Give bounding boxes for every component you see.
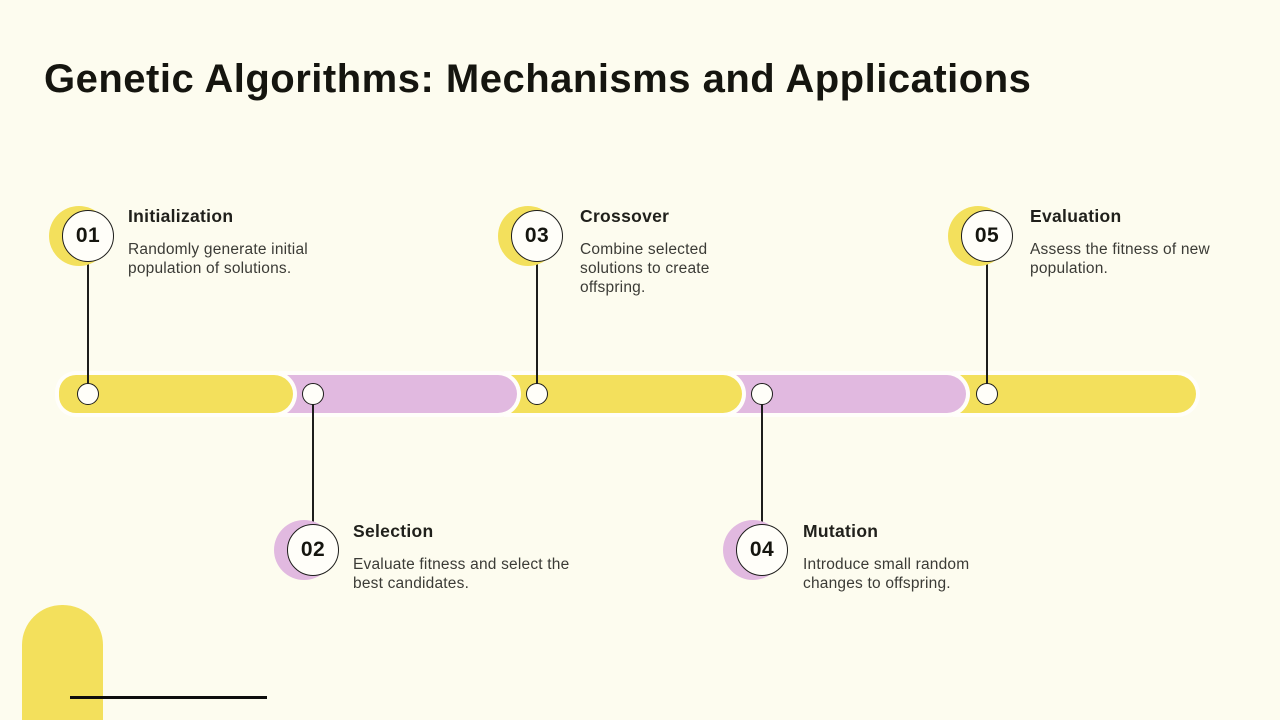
timeline-node-dot [302,383,324,405]
step-number: 02 [300,538,326,561]
timeline-node-dot [77,383,99,405]
connector-line [312,394,314,550]
corner-pill-decoration [22,605,103,720]
connector-line [986,236,988,394]
step-text-block: Selection Evaluate fitness and select th… [353,521,571,593]
connector-line [761,394,763,550]
step-number: 04 [749,538,775,561]
badge-circle: 01 [62,210,114,262]
step-text-block: Mutation Introduce small random changes … [803,521,1003,593]
timeline-node-dot [751,383,773,405]
step-badge: 05 [948,206,1013,266]
step-badge: 02 [274,520,339,580]
connector-line [536,236,538,394]
step-badge: 03 [498,206,563,266]
step-number: 03 [524,224,550,247]
step-title: Initialization [128,206,234,226]
step-badge: 04 [723,520,788,580]
timeline-node-dot [526,383,548,405]
badge-circle: 03 [511,210,563,262]
step-title: Evaluation [1030,206,1122,226]
badge-circle: 05 [961,210,1013,262]
badge-circle: 04 [736,524,788,576]
step-badge: 01 [49,206,114,266]
step-description: Randomly generate initial population of … [128,241,308,277]
footer-rule-line [70,696,267,699]
step-title: Crossover [580,206,670,226]
timeline-node-dot [976,383,998,405]
badge-circle: 02 [287,524,339,576]
step-text-block: Evaluation Assess the fitness of new pop… [1030,206,1226,278]
step-description: Introduce small random changes to offspr… [803,556,970,592]
step-title: Mutation [803,521,879,541]
step-title: Selection [353,521,434,541]
step-text-block: Crossover Combine selected solutions to … [580,206,738,297]
step-text-block: Initialization Randomly generate initial… [128,206,333,278]
step-description: Evaluate fitness and select the best can… [353,556,570,592]
page-title: Genetic Algorithms: Mechanisms and Appli… [44,56,1032,101]
step-number: 01 [75,224,101,247]
step-number: 05 [974,224,1000,247]
step-description: Combine selected solutions to create off… [580,241,710,296]
step-description: Assess the fitness of new population. [1030,241,1210,277]
connector-line [87,236,89,394]
